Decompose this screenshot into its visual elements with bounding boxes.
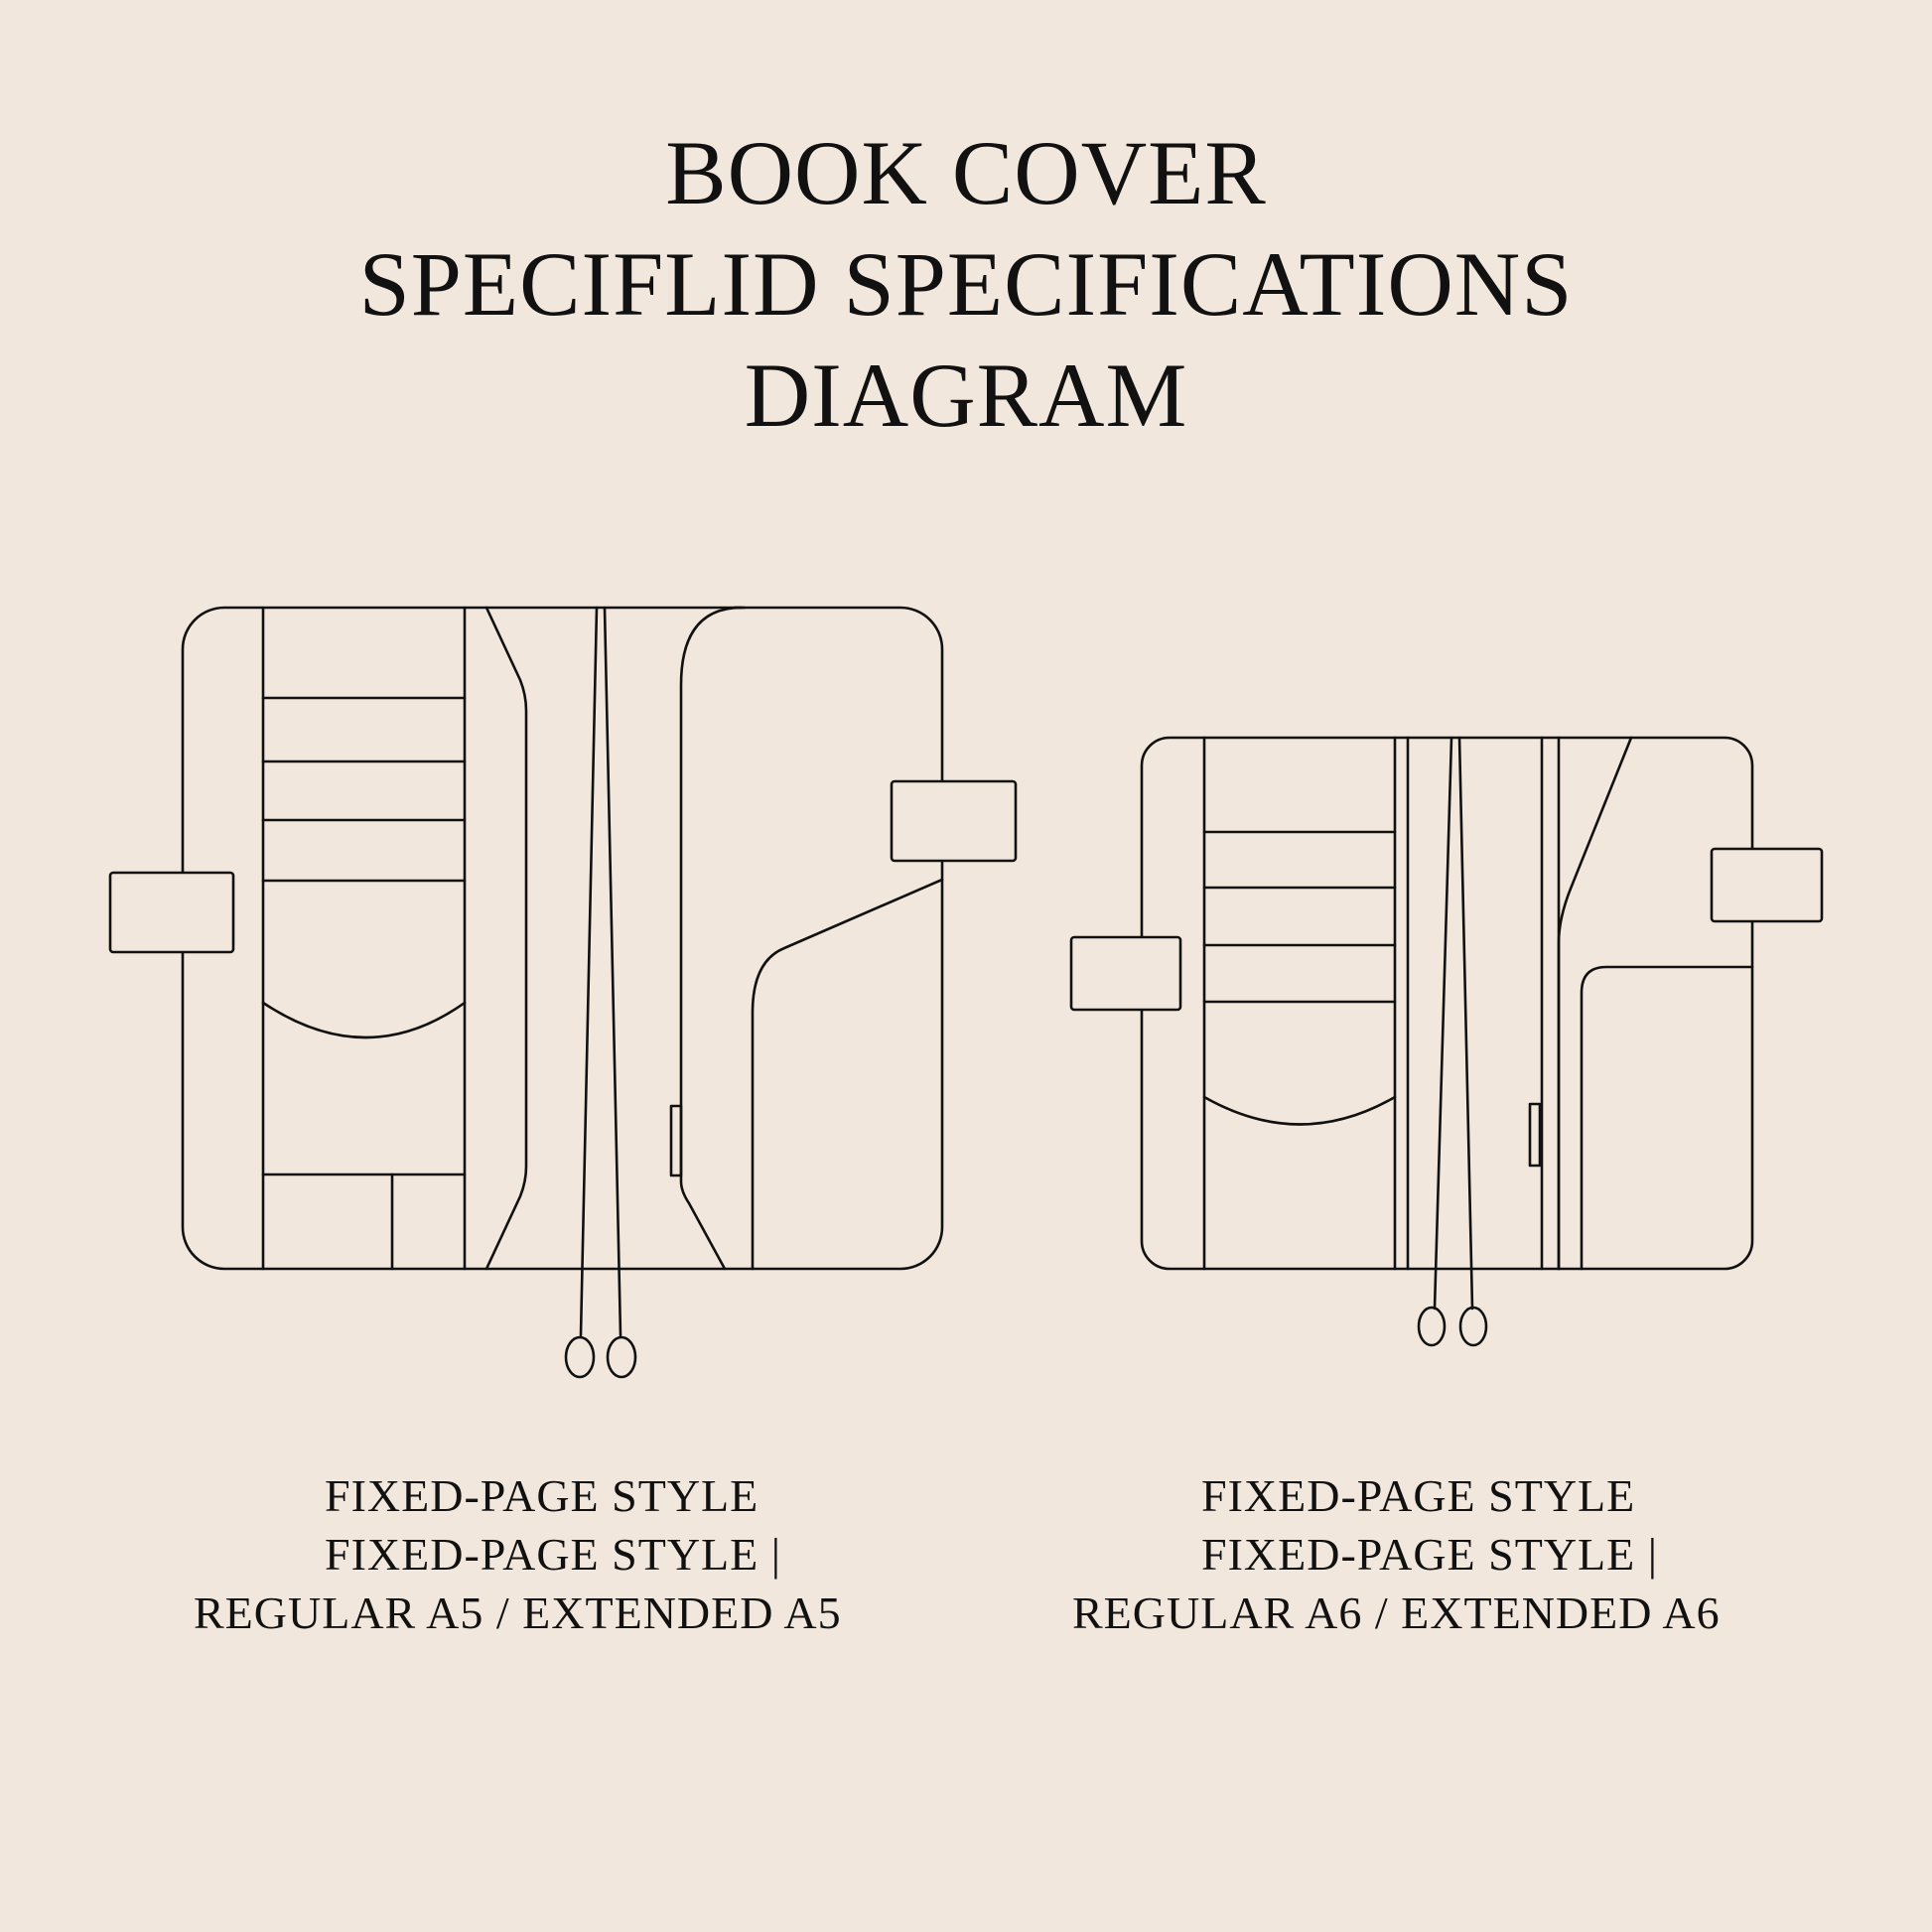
a5-left-tab (108, 871, 235, 954)
a6-right-pocket (1580, 965, 1754, 1271)
title-line-3: DIAGRAM (744, 345, 1188, 446)
a6-spine-clip (1528, 1102, 1542, 1168)
caption-a5-line-2: FIXED-PAGE STYLE | (325, 1529, 781, 1580)
a5-ribbon-charm-1 (564, 1335, 596, 1379)
a6-ribbon-2 (1457, 736, 1474, 1311)
caption-a6-line-2: FIXED-PAGE STYLE | (1201, 1529, 1658, 1580)
a6-right-flap (1557, 736, 1633, 1271)
a5-left-flap (484, 606, 528, 1271)
a6-right-tab (1710, 847, 1824, 923)
caption-a6: FIXED-PAGE STYLE FIXED-PAGE STYLE | REGU… (1072, 1466, 1827, 1642)
a5-cover-outline-drawing (108, 606, 1018, 1379)
a5-curved-pocket (261, 1001, 467, 1039)
title-line-1: BOOK COVER (665, 122, 1267, 223)
a5-ribbon-charm-2 (606, 1335, 637, 1379)
page-title: BOOK COVER SPECIFLID SPECIFICATIONS DIAG… (0, 117, 1932, 451)
caption-a6-line-1: FIXED-PAGE STYLE (1201, 1470, 1636, 1521)
a6-left-tab (1069, 935, 1182, 1012)
a6-ribbon-charm-2 (1458, 1306, 1488, 1347)
a5-right-pocket (751, 878, 944, 1271)
a5-ribbon-1 (579, 606, 599, 1337)
caption-a6-line-3: REGULAR A6 / EXTENDED A6 (1072, 1587, 1721, 1638)
a6-cover-outline-drawing (1069, 736, 1824, 1347)
a5-spine-clip (669, 1104, 683, 1177)
a6-ribbon-1 (1433, 736, 1453, 1311)
caption-a5: FIXED-PAGE STYLE FIXED-PAGE STYLE | REGU… (194, 1466, 938, 1642)
a6-ribbon-charm-1 (1417, 1306, 1447, 1347)
title-line-2: SPECIFLID SPECIFICATIONS (358, 233, 1574, 335)
a5-ribbon-2 (603, 606, 622, 1337)
caption-a5-line-3: REGULAR A5 / EXTENDED A5 (194, 1587, 842, 1638)
a5-cover-outline (181, 606, 944, 1271)
a6-curved-pocket (1202, 1095, 1397, 1126)
caption-a5-line-1: FIXED-PAGE STYLE (325, 1470, 759, 1521)
a5-right-tab (890, 779, 1018, 863)
a5-right-inner-panel (679, 606, 744, 1271)
a6-cover-outline (1140, 736, 1754, 1271)
